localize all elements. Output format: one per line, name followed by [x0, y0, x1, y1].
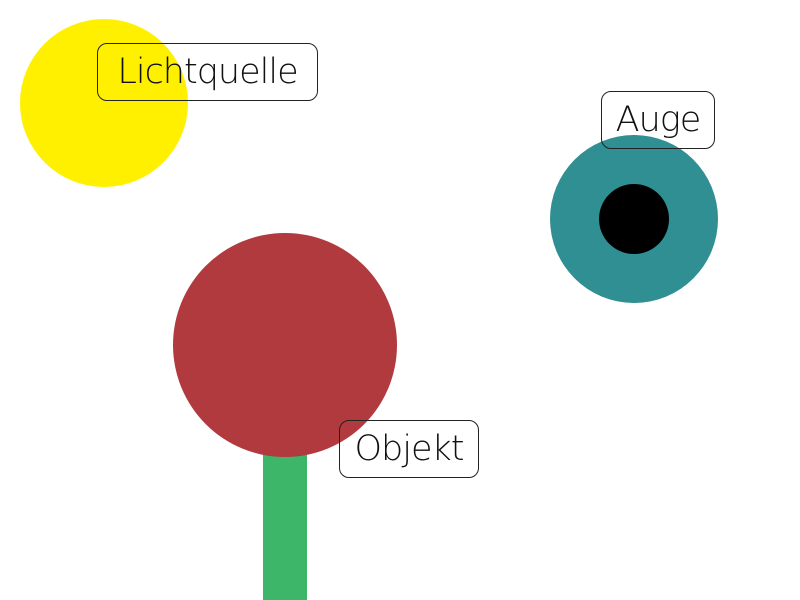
object-label: Objekt: [339, 420, 479, 478]
object-stem: [263, 440, 307, 600]
light-source-label: Lichtquelle: [97, 43, 318, 101]
eye-pupil-circle: [599, 184, 669, 254]
light-source-circle: [20, 19, 188, 187]
eye-label: Auge: [601, 91, 715, 149]
object-head-circle: [173, 233, 397, 457]
